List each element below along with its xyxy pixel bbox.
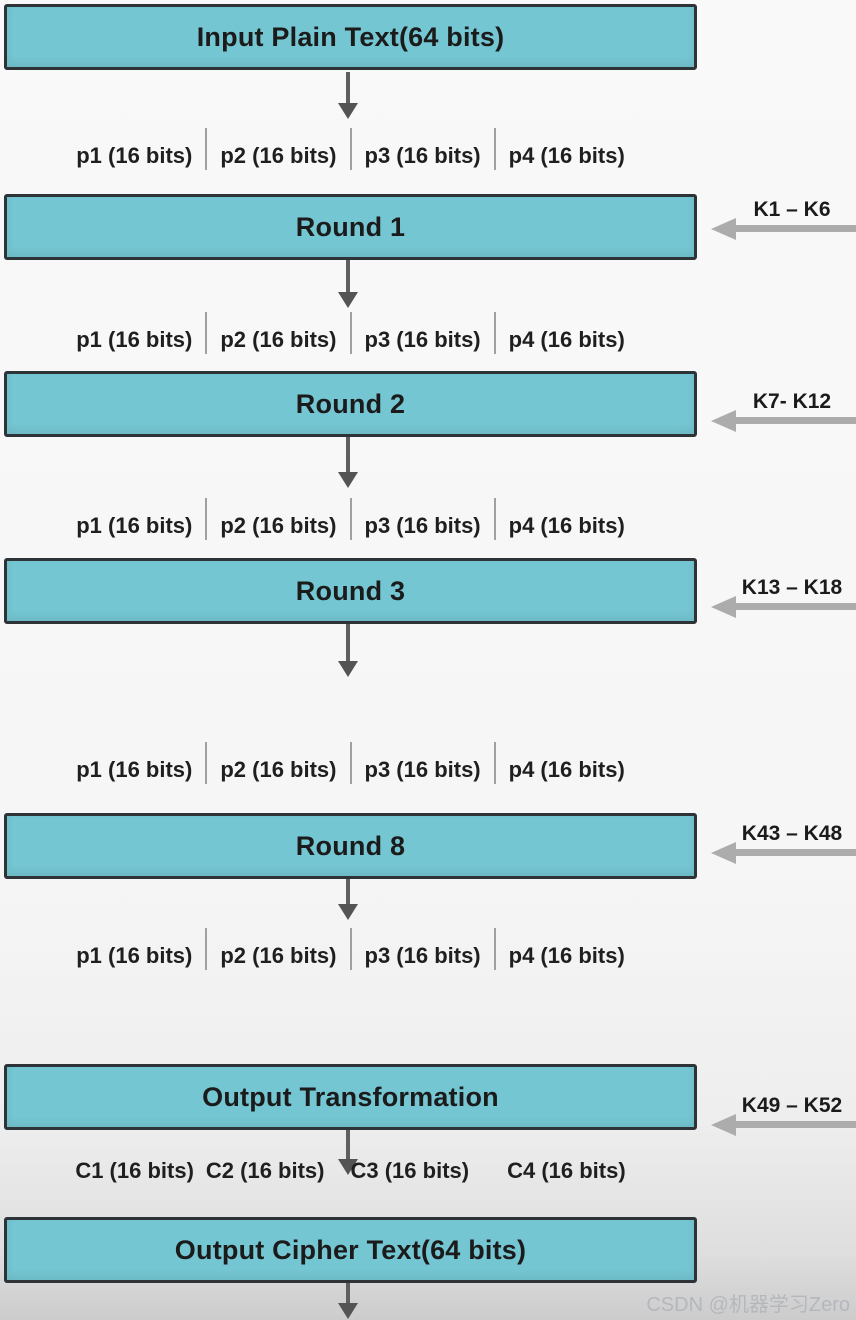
round-1-box: Round 1 <box>4 194 697 260</box>
down-arrow-icon <box>346 1130 350 1160</box>
p3-block-label: p3 (16 bits) <box>364 143 481 168</box>
key-arrow-round-3: K13 – K18 <box>712 576 856 610</box>
round-3-box: Round 3 <box>4 558 697 624</box>
block-separator <box>493 498 496 540</box>
p1-block-label: p1 (16 bits) <box>76 143 193 168</box>
block-separator <box>493 928 496 970</box>
p3-block-label: p3 (16 bits) <box>364 327 481 352</box>
p1-block-label: p1 (16 bits) <box>76 327 193 352</box>
p3-block-label: p3 (16 bits) <box>364 943 481 968</box>
left-arrow-icon <box>736 849 856 856</box>
output-cipher-text-box: Output Cipher Text(64 bits) <box>4 1217 697 1283</box>
p2-block-label: p2 (16 bits) <box>220 757 337 782</box>
block-separator <box>349 312 352 354</box>
block-separator <box>205 928 208 970</box>
p1-block-label: p1 (16 bits) <box>76 757 193 782</box>
round-2-label: Round 2 <box>295 388 406 419</box>
key-range-label: K1 – K6 <box>753 198 831 221</box>
down-arrow-icon <box>346 437 350 473</box>
c4-block-label: C4 (16 bits) <box>507 1158 626 1183</box>
p2-block-label: p2 (16 bits) <box>220 327 337 352</box>
key-range-label: K49 – K52 <box>741 1094 843 1117</box>
block-separator <box>493 742 496 784</box>
p4-block-label: p4 (16 bits) <box>508 513 625 538</box>
left-arrow-icon <box>736 417 856 424</box>
csdn-watermark: CSDN @机器学习Zero <box>646 1294 850 1316</box>
plain-blocks-row-5: p1 (16 bits) p2 (16 bits) p3 (16 bits) p… <box>4 928 697 976</box>
input-plain-text-label: Input Plain Text(64 bits) <box>196 21 505 52</box>
output-transformation-label: Output Transformation <box>202 1081 499 1112</box>
key-range-label: K13 – K18 <box>741 576 843 599</box>
block-separator <box>205 128 208 170</box>
c3-block-label: C3 (16 bits) <box>350 1158 470 1183</box>
p4-block-label: p4 (16 bits) <box>508 327 625 352</box>
p3-block-label: p3 (16 bits) <box>364 757 481 782</box>
plain-blocks-row-1: p1 (16 bits) p2 (16 bits) p3 (16 bits) p… <box>4 128 697 176</box>
p2-block-label: p2 (16 bits) <box>220 143 337 168</box>
left-arrow-icon <box>736 603 856 610</box>
round-1-label: Round 1 <box>295 211 406 242</box>
down-arrow-icon <box>346 624 350 662</box>
left-arrow-icon <box>736 225 856 232</box>
key-arrow-round-2: K7- K12 <box>712 390 856 424</box>
key-arrow-round-1: K1 – K6 <box>712 198 856 232</box>
left-arrow-icon <box>736 1121 856 1128</box>
key-range-label: K7- K12 <box>752 390 832 413</box>
key-arrow-round-8: K43 – K48 <box>712 822 856 856</box>
block-separator <box>349 498 352 540</box>
output-transformation-box: Output Transformation <box>4 1064 697 1130</box>
p2-block-label: p2 (16 bits) <box>220 513 337 538</box>
plain-blocks-row-3: p1 (16 bits) p2 (16 bits) p3 (16 bits) p… <box>4 498 697 546</box>
down-arrow-icon <box>346 72 350 104</box>
block-separator <box>349 128 352 170</box>
block-separator <box>205 312 208 354</box>
down-arrow-icon <box>346 879 350 905</box>
p4-block-label: p4 (16 bits) <box>508 143 625 168</box>
p4-block-label: p4 (16 bits) <box>508 757 625 782</box>
block-separator <box>493 128 496 170</box>
key-arrow-output-transformation: K49 – K52 <box>712 1094 856 1128</box>
down-arrow-icon <box>346 260 350 293</box>
block-separator <box>205 498 208 540</box>
block-separator <box>205 742 208 784</box>
p2-block-label: p2 (16 bits) <box>220 943 337 968</box>
plain-blocks-row-4: p1 (16 bits) p2 (16 bits) p3 (16 bits) p… <box>4 742 697 790</box>
p4-block-label: p4 (16 bits) <box>508 943 625 968</box>
input-plain-text-box: Input Plain Text(64 bits) <box>4 4 697 70</box>
down-arrow-icon <box>346 1283 350 1304</box>
round-2-box: Round 2 <box>4 371 697 437</box>
output-cipher-text-label: Output Cipher Text(64 bits) <box>174 1234 527 1265</box>
p1-block-label: p1 (16 bits) <box>76 943 193 968</box>
round-3-label: Round 3 <box>295 575 406 606</box>
block-separator <box>349 742 352 784</box>
c2-block-label: C2 (16 bits) <box>205 1158 325 1183</box>
p3-block-label: p3 (16 bits) <box>364 513 481 538</box>
p1-block-label: p1 (16 bits) <box>76 513 193 538</box>
round-8-box: Round 8 <box>4 813 697 879</box>
block-separator <box>349 928 352 970</box>
cipher-blocks-row: C1 (16 bits) C2 (16 bits) C3 (16 bits) C… <box>4 1151 697 1191</box>
round-8-label: Round 8 <box>295 830 406 861</box>
block-separator <box>493 312 496 354</box>
key-range-label: K43 – K48 <box>741 822 843 845</box>
plain-blocks-row-2: p1 (16 bits) p2 (16 bits) p3 (16 bits) p… <box>4 312 697 360</box>
c1-block-label: C1 (16 bits) <box>75 1158 194 1183</box>
